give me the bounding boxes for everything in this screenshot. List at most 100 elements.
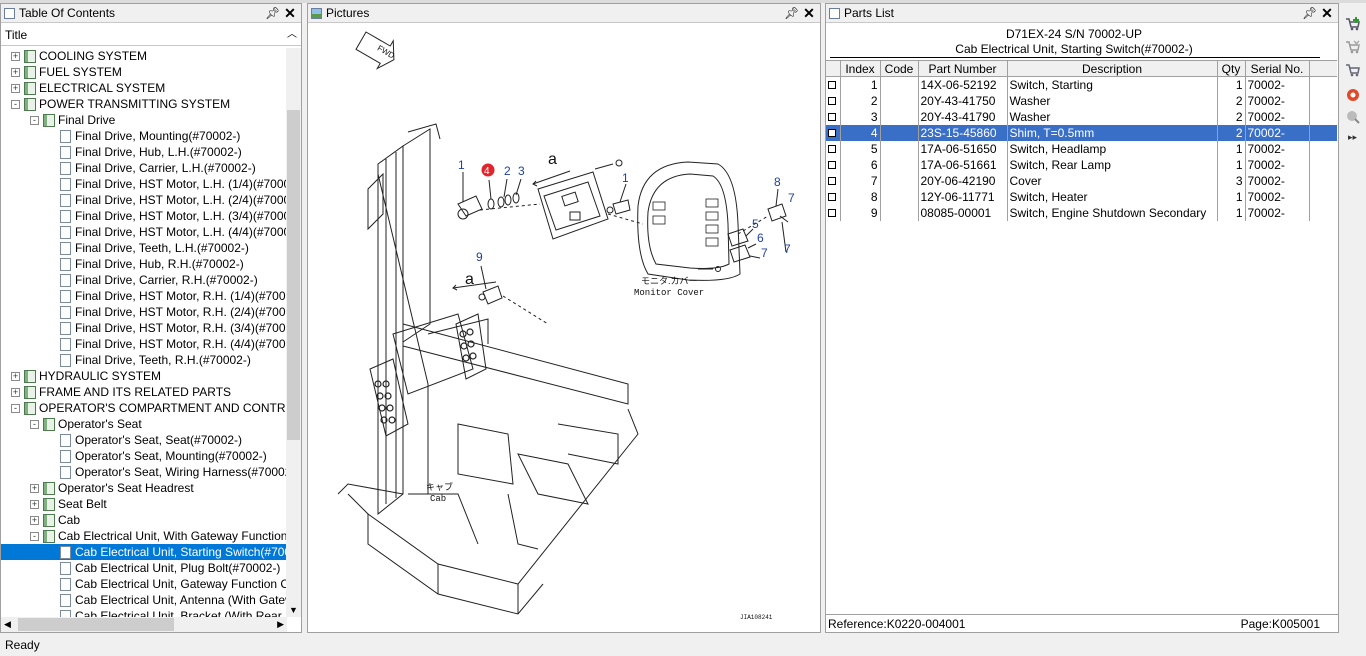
callout-1[interactable]: 1 (458, 158, 465, 172)
toc-item[interactable]: Final Drive, Mounting(#70002-) (1, 128, 287, 144)
toc-item[interactable]: +FRAME AND ITS RELATED PARTS (11, 384, 231, 400)
toc-item[interactable]: +ELECTRICAL SYSTEM (11, 80, 165, 96)
row-checkbox[interactable] (828, 96, 836, 105)
scroll-right-arrow-icon[interactable]: ▶ (277, 619, 284, 629)
toc-item[interactable]: +Seat Belt (30, 496, 107, 512)
zoom-red-icon[interactable] (1345, 87, 1361, 103)
toc-item[interactable]: Cab Electrical Unit, Plug Bolt(#70002-) (1, 560, 287, 576)
parts-drawing[interactable]: 1 4 2 3 1 8 7 5 6 7 7 9 a a モニタ.カバー Moni… (308, 24, 820, 632)
toc-item[interactable]: -Operator's Seat (30, 416, 142, 432)
expand-arrow-icon[interactable]: ▸▸ (1348, 132, 1358, 142)
row-checkbox[interactable] (828, 192, 836, 201)
expand-icon[interactable]: + (11, 371, 20, 382)
col-qty[interactable]: Qty (1216, 60, 1246, 77)
toc-item[interactable]: Final Drive, HST Motor, L.H. (4/4)(#7000… (1, 224, 287, 240)
toc-item[interactable]: +Operator's Seat Headrest (30, 480, 194, 496)
callout-2[interactable]: 2 (504, 164, 511, 178)
col-description[interactable]: Description (1006, 60, 1218, 77)
row-checkbox[interactable] (828, 80, 836, 89)
expand-icon[interactable]: + (30, 499, 39, 510)
expand-icon[interactable]: + (11, 51, 20, 62)
toc-item[interactable]: Final Drive, HST Motor, L.H. (1/4)(#7000… (1, 176, 287, 192)
toc-item[interactable]: Cab Electrical Unit, Bracket (With Rear … (1, 608, 287, 617)
expand-icon[interactable]: + (11, 387, 20, 398)
toc-item[interactable]: Final Drive, HST Motor, L.H. (2/4)(#7000… (1, 192, 287, 208)
pin-icon[interactable]: 📌︎ (784, 6, 800, 20)
toc-item[interactable]: Final Drive, Teeth, R.H.(#70002-) (1, 352, 287, 368)
chevron-up-icon[interactable]: ︿ (287, 29, 297, 40)
toc-item[interactable]: -OPERATOR'S COMPARTMENT AND CONTROL (11, 400, 287, 416)
row-checkbox[interactable] (828, 160, 836, 169)
toc-item[interactable]: Final Drive, Hub, L.H.(#70002-) (1, 144, 287, 160)
collapse-icon[interactable]: - (30, 420, 39, 430)
toc-item[interactable]: -Cab Electrical Unit, With Gateway Funct… (30, 528, 287, 544)
collapse-icon[interactable]: - (11, 100, 20, 110)
toc-item[interactable]: +FUEL SYSTEM (11, 64, 122, 80)
toc-item[interactable]: +COOLING SYSTEM (11, 48, 147, 64)
callout-3[interactable]: 3 (518, 164, 525, 178)
toc-item[interactable]: Final Drive, HST Motor, R.H. (2/4)(#7000… (1, 304, 287, 320)
remove-from-cart-icon[interactable] (1345, 39, 1361, 55)
toc-item[interactable]: Final Drive, Teeth, L.H.(#70002-) (1, 240, 287, 256)
toc-item[interactable]: Cab Electrical Unit, Antenna (With Gatew… (1, 592, 287, 608)
toc-column-header[interactable]: Title ︿ (1, 24, 301, 46)
cart-icon[interactable] (1345, 62, 1361, 78)
close-icon[interactable]: ✕ (803, 5, 815, 21)
pin-icon[interactable]: 📌︎ (265, 6, 281, 20)
expand-icon[interactable]: + (11, 83, 20, 94)
callout-7b[interactable]: 7 (761, 246, 768, 260)
toc-item[interactable]: Final Drive, Carrier, R.H.(#70002-) (1, 272, 287, 288)
toc-item[interactable]: Cab Electrical Unit, Starting Switch(#70… (1, 544, 287, 560)
toc-item[interactable]: -POWER TRANSMITTING SYSTEM (11, 96, 230, 112)
col-part-number[interactable]: Part Number (917, 60, 1008, 77)
collapse-icon[interactable]: - (11, 404, 20, 414)
toc-item[interactable]: Final Drive, HST Motor, R.H. (1/4)(#7000… (1, 288, 287, 304)
search-icon[interactable] (1345, 109, 1361, 125)
toc-item[interactable]: Operator's Seat, Wiring Harness(#70002-) (1, 464, 287, 480)
callout-1b[interactable]: 1 (622, 171, 629, 185)
callout-8[interactable]: 8 (774, 175, 781, 189)
row-checkbox[interactable] (828, 128, 836, 137)
toc-horizontal-scroll-thumb[interactable] (18, 618, 174, 631)
collapse-icon[interactable]: - (30, 532, 39, 542)
toc-vertical-scroll-thumb[interactable] (287, 110, 300, 440)
expand-icon[interactable]: + (30, 483, 39, 494)
row-checkbox[interactable] (828, 112, 836, 121)
col-serial[interactable]: Serial No. (1244, 60, 1310, 77)
toc-item[interactable]: -Final Drive (30, 112, 115, 128)
toc-horizontal-scrollbar[interactable]: ◀ ▶ (1, 617, 287, 632)
scroll-down-arrow-icon[interactable]: ▼ (289, 605, 298, 615)
collapse-icon[interactable]: - (30, 116, 39, 126)
pin-icon[interactable]: 📌︎ (1302, 6, 1318, 20)
toc-item[interactable]: +Cab (30, 512, 80, 528)
toc-item[interactable]: Operator's Seat, Seat(#70002-) (1, 432, 287, 448)
callout-5[interactable]: 5 (752, 217, 759, 231)
row-checkbox[interactable] (828, 144, 836, 153)
callout-7a[interactable]: 7 (788, 191, 795, 205)
row-checkbox[interactable] (828, 176, 836, 185)
toc-vertical-scrollbar[interactable]: ▼ (286, 48, 301, 617)
toc-item[interactable]: Final Drive, HST Motor, R.H. (4/4)(#7000… (1, 336, 287, 352)
close-icon[interactable]: ✕ (284, 5, 296, 21)
callout-4[interactable]: 4 (481, 163, 495, 178)
toc-item[interactable]: +HYDRAULIC SYSTEM (11, 368, 161, 384)
toc-item[interactable]: Final Drive, HST Motor, L.H. (3/4)(#7000… (1, 208, 287, 224)
toc-item[interactable]: Final Drive, Hub, R.H.(#70002-) (1, 256, 287, 272)
toc-item[interactable]: Operator's Seat, Mounting(#70002-) (1, 448, 287, 464)
col-code[interactable]: Code (879, 60, 919, 77)
callout-7c[interactable]: 7 (784, 242, 791, 256)
add-to-cart-icon[interactable] (1345, 16, 1361, 32)
col-index[interactable]: Index (839, 60, 881, 77)
row-checkbox[interactable] (828, 208, 836, 217)
expand-icon[interactable]: + (30, 515, 39, 526)
close-icon[interactable]: ✕ (1321, 5, 1333, 21)
